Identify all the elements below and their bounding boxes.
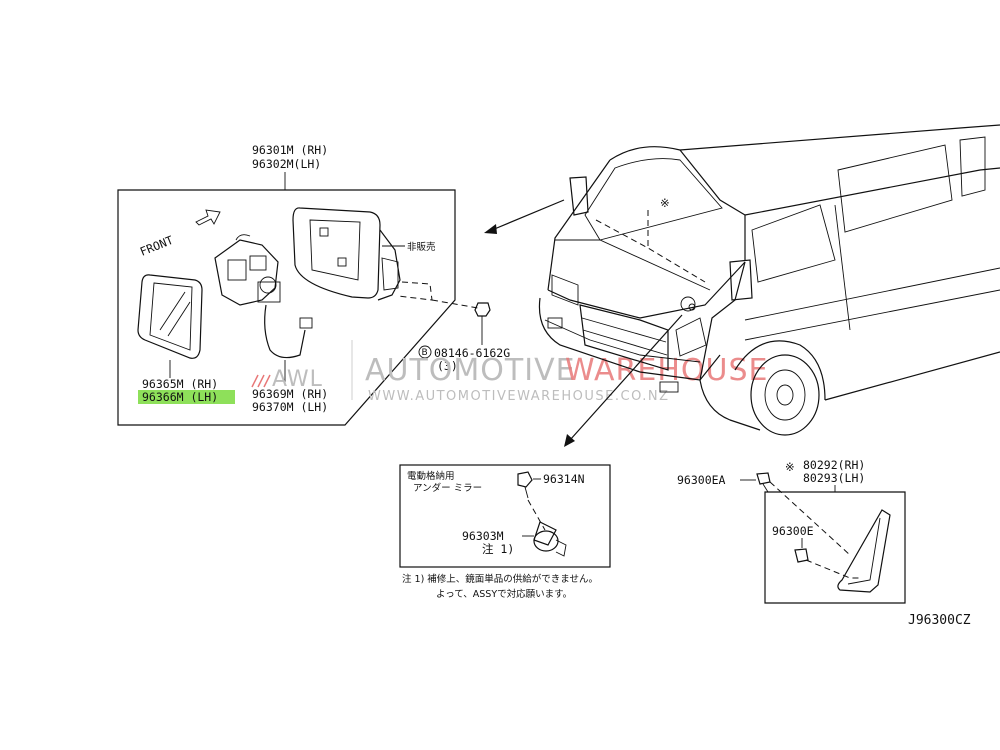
bolt-part-number: 08146-6162G bbox=[434, 346, 510, 360]
mirror-glass-lh-highlight bbox=[138, 390, 235, 404]
under-mirror-part-a: 96314N bbox=[543, 472, 585, 486]
cover-clip-section: ※ 80292(RH) 80293(LH) 96300EA 96300E bbox=[677, 458, 906, 604]
under-mirror-part-b: 96303M bbox=[462, 529, 504, 543]
cover-part-lh: 80293(LH) bbox=[803, 471, 865, 485]
mirror-glass-part-lh: 96366M (LH) bbox=[142, 390, 218, 404]
bolt-label: B 08146-6162G (3) bbox=[418, 345, 510, 373]
pointer-arrows bbox=[484, 199, 683, 447]
mirror-assembly-part-lh: 96302M(LH) bbox=[252, 157, 321, 171]
cover-marker: ※ bbox=[785, 460, 795, 474]
actuator-part-lh: 96370M (LH) bbox=[252, 400, 328, 414]
mirror-assembly-part-rh: 96301M (RH) bbox=[252, 143, 328, 157]
front-direction-indicator: FRONT bbox=[138, 209, 221, 259]
under-mirror-box: 電動格納用 アンダー ミラー 96314N 96303M 注 1) bbox=[399, 464, 611, 568]
clip-a-part: 96300EA bbox=[677, 473, 726, 487]
watermark-automotive: AUTOMOTIVE bbox=[365, 353, 576, 388]
mirror-glass-drawing bbox=[137, 274, 203, 359]
mirror-glass-part-rh: 96365M (RH) bbox=[142, 377, 218, 391]
van-marker: ※ bbox=[660, 196, 670, 210]
not-sold-label: 非販売 bbox=[407, 241, 436, 253]
watermark-url: WWW.AUTOMOTIVEWAREHOUSE.CO.NZ bbox=[368, 389, 670, 404]
cover-part-rh: 80292(RH) bbox=[803, 458, 865, 472]
under-mirror-note-2: よって、ASSYで対応願います。 bbox=[436, 588, 572, 600]
front-label: FRONT bbox=[138, 233, 175, 259]
watermark-awl: AWL bbox=[272, 367, 323, 392]
actuator-part-rh: 96369M (RH) bbox=[252, 387, 328, 401]
mirror-actuator-drawing bbox=[214, 234, 313, 359]
bolt-drawing bbox=[431, 299, 491, 345]
front-arrow-icon bbox=[195, 209, 221, 226]
bolt-quantity: (3) bbox=[437, 359, 458, 373]
van-drawing: ※ bbox=[538, 124, 1000, 436]
bolt-prefix: B bbox=[422, 348, 428, 358]
under-mirror-title-1: 電動格納用 bbox=[407, 470, 455, 482]
diagram-code: J96300CZ bbox=[908, 613, 971, 628]
mirror-detail-box: 96301M (RH) 96302M(LH) FRONT bbox=[117, 143, 510, 426]
mirror-housing-drawing: 非販売 bbox=[292, 207, 436, 301]
under-mirror-note-1: 注 1) 補修上、鏡面単品の供給ができません。 bbox=[402, 573, 598, 585]
under-mirror-title-2: アンダー ミラー bbox=[413, 482, 482, 494]
watermark: AWL AUTOMOTIVE WAREHOUSE WWW.AUTOMOTIVEW… bbox=[251, 340, 767, 404]
clip-b-part: 96300E bbox=[772, 524, 814, 538]
under-mirror-part-b-note: 注 1) bbox=[482, 542, 514, 556]
